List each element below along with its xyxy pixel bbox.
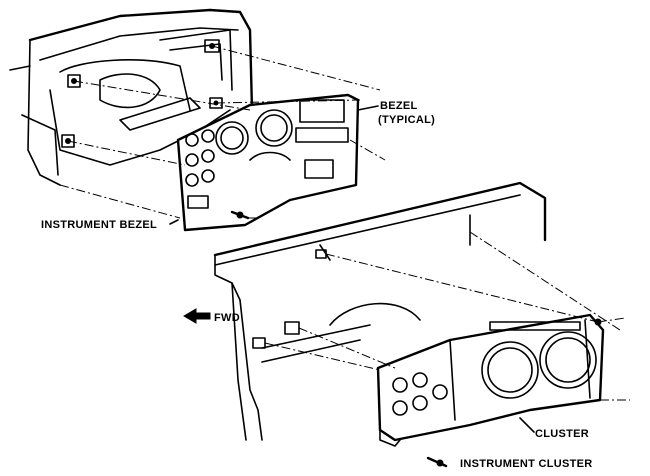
fwd-arrow-icon: [183, 308, 211, 324]
label-bezel-typical: (TYPICAL): [378, 114, 436, 126]
label-instrument-bezel: INSTRUMENT BEZEL: [41, 219, 158, 231]
lower-dash-housing: [213, 181, 547, 441]
upper-alignment-lines: [59, 45, 386, 219]
label-bezel: BEZEL: [380, 100, 418, 112]
label-cluster: CLUSTER: [535, 428, 590, 440]
cluster-housing: [376, 313, 605, 468]
lower-alignment-lines: [264, 231, 630, 401]
bezel-plate: [176, 93, 360, 232]
label-instrument-cluster: INSTRUMENT CLUSTER: [460, 458, 593, 470]
label-fwd: FWD: [214, 312, 240, 324]
leader-lines: [169, 105, 535, 433]
